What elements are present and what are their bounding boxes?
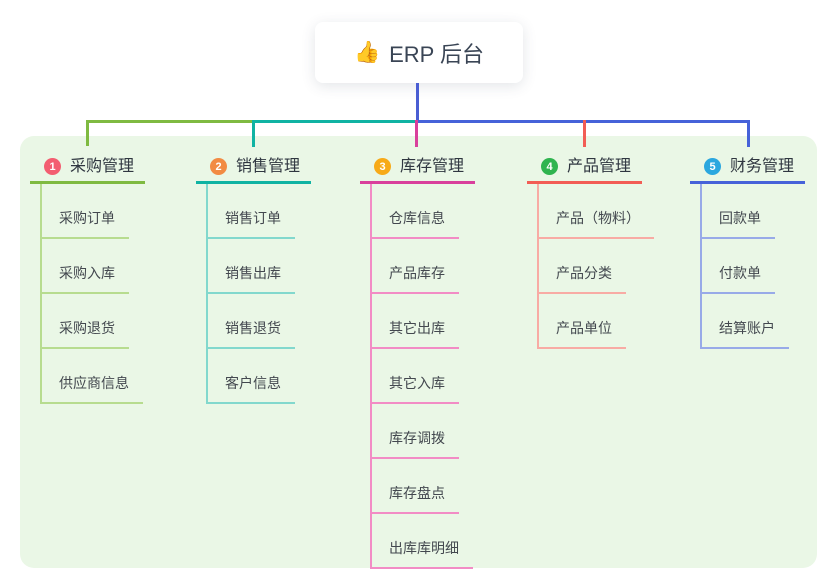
branch-label: 库存管理 [400,158,465,175]
child-label: 付款单 [702,263,775,294]
child-label: 销售订单 [208,208,295,239]
branch-inventory: 3 库存管理 仓库信息 产品库存 其它出库 其它入库 库存调拨 库存盘点 出库库… [360,136,475,569]
connector-sales-drop [252,120,255,147]
child-node[interactable]: 供应商信息 [42,349,145,404]
child-node[interactable]: 其它出库 [372,294,475,349]
branch-sales-children: 销售订单 销售出库 销售退货 客户信息 [206,184,311,404]
branch-purchase: 1 采购管理 采购订单 采购入库 采购退货 供应商信息 [30,136,145,404]
branch-number-badge: 5 [704,158,721,175]
child-node[interactable]: 采购订单 [42,184,145,239]
branch-product: 4 产品管理 产品（物料） 产品分类 产品单位 [527,136,654,349]
root-connector-line [416,83,419,121]
child-node[interactable]: 采购入库 [42,239,145,294]
thumbs-up-icon: 👍 [353,40,381,64]
child-node[interactable]: 产品库存 [372,239,475,294]
child-node[interactable]: 销售退货 [208,294,311,349]
branch-sales-title[interactable]: 2 销售管理 [196,136,311,184]
child-label: 销售退货 [208,318,295,349]
branch-number-badge: 4 [541,158,558,175]
child-node[interactable]: 库存盘点 [372,459,475,514]
branch-finance-title[interactable]: 5 财务管理 [690,136,805,184]
connector-sales-horizontal [252,120,417,123]
branch-number-badge: 3 [374,158,391,175]
child-label: 采购入库 [42,263,129,294]
branch-purchase-children: 采购订单 采购入库 采购退货 供应商信息 [40,184,145,404]
branch-inventory-children: 仓库信息 产品库存 其它出库 其它入库 库存调拨 库存盘点 出库库明细 [370,184,475,569]
branch-finance-children: 回款单 付款单 结算账户 [700,184,805,349]
child-node[interactable]: 销售订单 [208,184,311,239]
child-label: 产品（物料） [539,208,654,239]
branch-label: 产品管理 [567,158,632,175]
connector-inventory-drop [415,120,418,147]
child-node[interactable]: 付款单 [702,239,805,294]
branch-product-children: 产品（物料） 产品分类 产品单位 [537,184,654,349]
child-label: 产品单位 [539,318,626,349]
branch-purchase-title[interactable]: 1 采购管理 [30,136,145,184]
branch-label: 财务管理 [730,158,795,175]
branch-number-badge: 2 [210,158,227,175]
child-label: 其它入库 [372,373,459,404]
branch-finance: 5 财务管理 回款单 付款单 结算账户 [690,136,805,349]
branch-label: 采购管理 [70,158,135,175]
child-node[interactable]: 销售出库 [208,239,311,294]
child-node[interactable]: 库存调拨 [372,404,475,459]
branch-inventory-title[interactable]: 3 库存管理 [360,136,475,184]
child-node[interactable]: 产品单位 [539,294,654,349]
root-title: ERP 后台 [389,41,485,67]
branch-product-title[interactable]: 4 产品管理 [527,136,642,184]
child-node[interactable]: 采购退货 [42,294,145,349]
child-label: 销售出库 [208,263,295,294]
child-node[interactable]: 回款单 [702,184,805,239]
child-label: 库存盘点 [372,483,459,514]
child-node[interactable]: 客户信息 [208,349,311,404]
connector-finance-drop [747,120,750,147]
child-node[interactable]: 其它入库 [372,349,475,404]
child-label: 回款单 [702,208,775,239]
child-node[interactable]: 仓库信息 [372,184,475,239]
connector-purchase-horizontal [86,120,255,123]
child-label: 出库库明细 [372,538,473,569]
child-label: 其它出库 [372,318,459,349]
background-panel [20,136,817,568]
child-label: 客户信息 [208,373,295,404]
child-label: 产品分类 [539,263,626,294]
branch-number-badge: 1 [44,158,61,175]
child-label: 库存调拨 [372,428,459,459]
connector-purchase-drop [86,120,89,146]
child-label: 采购订单 [42,208,129,239]
child-node[interactable]: 产品分类 [539,239,654,294]
branch-label: 销售管理 [236,158,301,175]
child-label: 供应商信息 [42,373,143,404]
child-node[interactable]: 产品（物料） [539,184,654,239]
child-label: 采购退货 [42,318,129,349]
root-node[interactable]: 👍 ERP 后台 [315,22,523,83]
child-label: 结算账户 [702,318,789,349]
child-node[interactable]: 出库库明细 [372,514,475,569]
branch-sales: 2 销售管理 销售订单 销售出库 销售退货 客户信息 [196,136,311,404]
child-label: 仓库信息 [372,208,459,239]
connector-product-drop [583,120,586,147]
child-label: 产品库存 [372,263,459,294]
child-node[interactable]: 结算账户 [702,294,805,349]
